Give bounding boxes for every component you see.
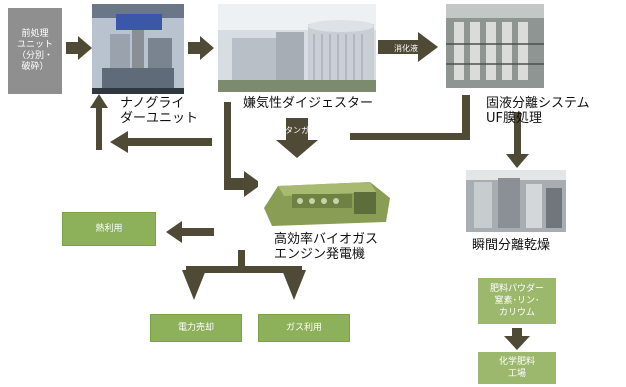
line-separation-down [462, 95, 470, 140]
arrow-separation-to-dryer [506, 154, 529, 168]
separation-label: 固液分離システム UF膜処理 [486, 96, 590, 126]
line-digester-down [224, 102, 231, 184]
power-sale-box: 電力売却 [150, 314, 242, 342]
chemical-fertilizer-factory-box: 化学肥料 工場 [478, 352, 556, 384]
line-separation-to-dryer [514, 112, 521, 156]
arrow-return-to-grinder [110, 131, 212, 153]
arrow-fert-to-factory [504, 328, 530, 350]
nano-grinder-photo [92, 4, 184, 94]
arrow-to-power [182, 270, 206, 300]
arrow-to-gas [282, 270, 306, 300]
digester-label: 嫌気性ダイジェスター [243, 96, 374, 111]
pretreatment-unit-box: 前処理 ユニット （分別・ 破砕） [8, 8, 62, 94]
arrow-pretreat-to-grinder [66, 36, 92, 60]
line-branch-horizontal [186, 266, 302, 273]
nano-grinder-label: ナノグライ ダーユニット [120, 96, 199, 126]
separation-system-photo [446, 4, 544, 88]
arrow-up-to-grinder [90, 94, 108, 150]
digestate-tag: 消化液 [394, 43, 418, 53]
dryer-label: 瞬間分離乾燥 [472, 238, 551, 253]
generator-label: 高効率バイオガス エンジン発電機 [274, 232, 379, 262]
gas-use-box: ガス利用 [258, 314, 350, 342]
arrow-methane-down [276, 118, 318, 158]
arrow-generator-to-heat [166, 221, 214, 243]
line-generator-down [238, 250, 245, 270]
generator-photo [258, 164, 394, 234]
fertilizer-powder-box: 肥料パウダー 窒素･リン･ カリウム [478, 278, 556, 324]
line-return-horizontal [350, 133, 470, 140]
arrow-to-generator [224, 171, 262, 197]
heat-use-box: 熱利用 [62, 212, 156, 246]
methane-tag: メタンガス [277, 125, 317, 135]
digester-photo [218, 4, 376, 92]
arrow-grinder-to-digester [188, 36, 214, 60]
dryer-photo [466, 170, 566, 232]
arrow-digester-to-separation [378, 32, 438, 62]
